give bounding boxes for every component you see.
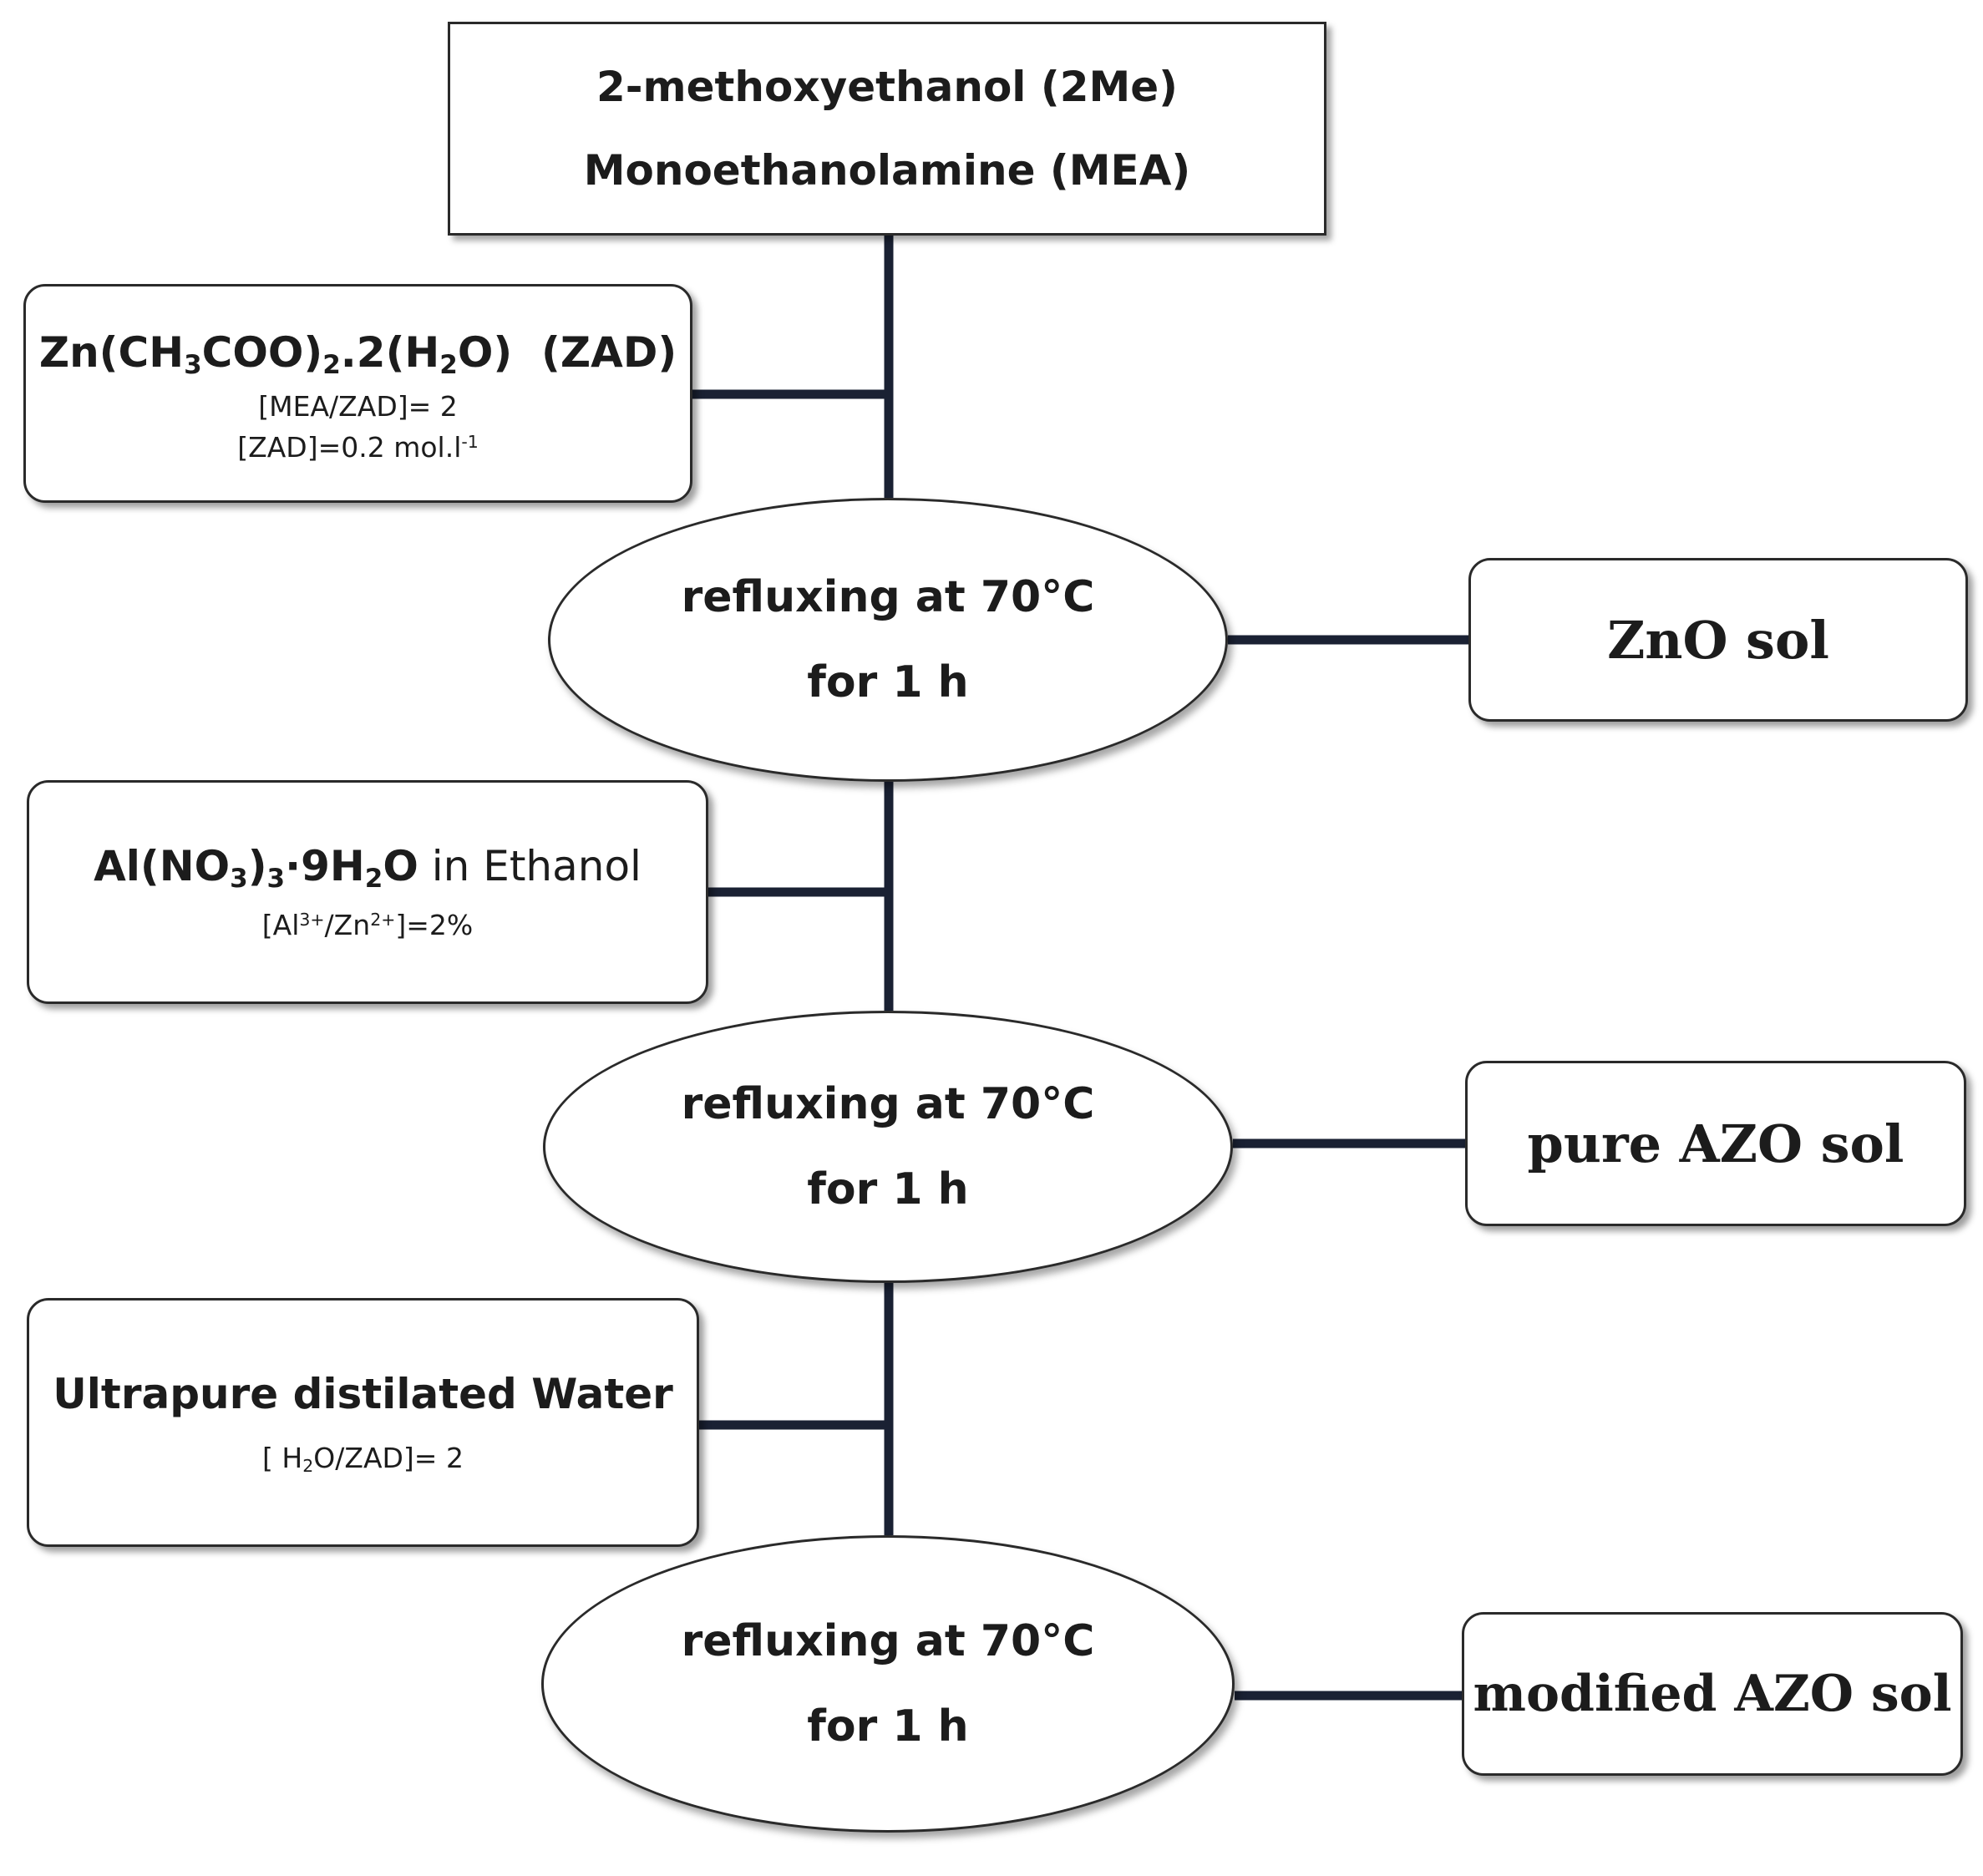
- text-fragment: ): [247, 842, 267, 891]
- text-fragment: 3+: [299, 910, 325, 930]
- reagent-condition: [ H2O/ZAD]= 2: [262, 1441, 464, 1475]
- reagent-condition: [MEA/ZAD]= 2: [258, 389, 458, 423]
- step-line-1: refluxing at 70°C: [681, 1079, 1095, 1129]
- reagent-condition: [ZAD]=0.2 mol.l-1: [237, 430, 479, 464]
- text-fragment: COO): [201, 327, 323, 377]
- start-line-1: 2-methoxyethanol (2Me): [596, 63, 1179, 111]
- text-fragment: -1: [461, 431, 479, 452]
- text-fragment: 2: [364, 864, 383, 895]
- text-fragment: 2: [439, 349, 458, 380]
- reagent-box-water: Ultrapure distilated Water [ H2O/ZAD]= 2: [27, 1298, 699, 1547]
- text-fragment: O: [383, 842, 418, 891]
- text-fragment: ]=2%: [395, 909, 474, 942]
- reagent-condition: [Al3+/Zn2+]=2%: [262, 908, 473, 942]
- step-line-2: for 1 h: [807, 1164, 969, 1214]
- text-fragment: in Ethanol: [418, 842, 642, 891]
- text-fragment: 3: [230, 864, 248, 895]
- product-box-modified-azo-sol: modified AZO sol: [1462, 1612, 1963, 1776]
- text-fragment: O/ZAD]= 2: [313, 1442, 464, 1475]
- start-line-2: Monoethanolamine (MEA): [583, 146, 1191, 195]
- product-box-pure-azo-sol: pure AZO sol: [1465, 1061, 1966, 1226]
- process-step-1: refluxing at 70°C for 1 h: [548, 498, 1228, 782]
- reagent-box-aluminium-nitrate: Al(NO3)3·9H2O in Ethanol [Al3+/Zn2+]=2%: [27, 780, 708, 1004]
- text-fragment: 2+: [370, 910, 396, 930]
- product-label: ZnO sol: [1607, 609, 1829, 671]
- product-label: modified AZO sol: [1473, 1665, 1952, 1723]
- step-line-1: refluxing at 70°C: [681, 1616, 1095, 1666]
- text-fragment: .2(H: [340, 327, 440, 377]
- text-fragment: 3: [184, 349, 202, 380]
- text-fragment: O) (ZAD): [457, 327, 677, 377]
- text-fragment: Ultrapure distilated Water: [53, 1370, 673, 1419]
- text-fragment: [MEA/ZAD]= 2: [258, 389, 458, 423]
- reagent-title: Ultrapure distilated Water: [53, 1369, 673, 1419]
- product-label: pure AZO sol: [1527, 1113, 1904, 1174]
- step-line-2: for 1 h: [807, 1701, 969, 1752]
- step-line-1: refluxing at 70°C: [681, 572, 1095, 622]
- text-fragment: [ H: [262, 1442, 303, 1475]
- reagent-title: Zn(CH3COO)2.2(H2O) (ZAD): [39, 327, 677, 378]
- product-box-zno-sol: ZnO sol: [1468, 558, 1968, 722]
- step-line-2: for 1 h: [807, 657, 969, 707]
- text-fragment: [Al: [261, 909, 300, 942]
- text-fragment: 2: [322, 349, 341, 380]
- reagent-title: Al(NO3)3·9H2O in Ethanol: [94, 841, 642, 891]
- text-fragment: ·9H: [285, 842, 365, 891]
- process-step-2: refluxing at 70°C for 1 h: [543, 1011, 1233, 1283]
- text-fragment: /Zn: [324, 909, 371, 942]
- process-step-3: refluxing at 70°C for 1 h: [541, 1535, 1235, 1833]
- text-fragment: 3: [266, 864, 286, 895]
- text-fragment: [ZAD]=0.2 mol.l: [237, 431, 462, 464]
- text-fragment: Zn(CH: [38, 327, 185, 377]
- text-fragment: Al(NO: [94, 842, 231, 891]
- start-materials-box: 2-methoxyethanol (2Me) Monoethanolamine …: [448, 22, 1326, 236]
- text-fragment: 2: [302, 1456, 314, 1477]
- reagent-box-zinc-acetate: Zn(CH3COO)2.2(H2O) (ZAD) [MEA/ZAD]= 2 [Z…: [23, 284, 692, 503]
